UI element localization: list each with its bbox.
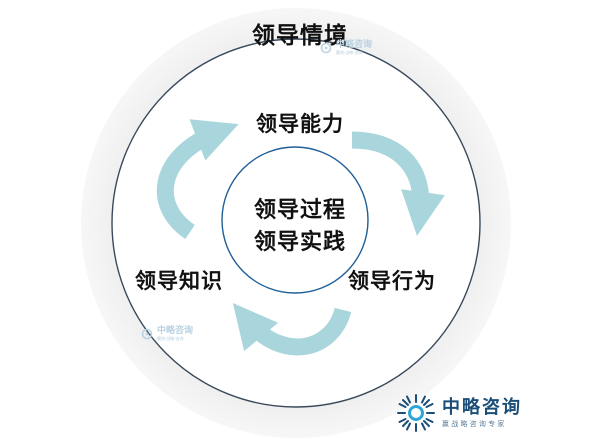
node-right-label: 领导行为 xyxy=(348,269,436,293)
node-left-label: 领导知识 xyxy=(135,269,223,293)
watermark-name: 中略咨询 xyxy=(336,40,373,50)
center-label: 领导过程 领导实践 xyxy=(220,195,380,259)
node-top-label: 领导能力 xyxy=(256,112,344,136)
watermark-name: 中略咨询 xyxy=(157,326,194,336)
center-circle xyxy=(221,146,369,294)
center-line-2: 领导实践 xyxy=(253,230,346,255)
watermark-tagline: 赢销·战略·咨询 xyxy=(157,336,184,341)
cycle-arrow-left-to-top xyxy=(156,119,239,240)
brand-logo-icon xyxy=(397,394,435,432)
brand-logo: 中略咨询 赢 战 略 咨 询 专 家 xyxy=(396,390,596,436)
cycle-arrow-right-to-left xyxy=(232,303,352,356)
watermark-top: 中略咨询 赢销·战略·咨询 xyxy=(320,40,372,55)
outer-title: 领导情境 xyxy=(252,23,348,49)
watermark-tagline: 赢销·战略·咨询 xyxy=(336,50,363,55)
cycle-arrow-top-to-right xyxy=(351,131,445,236)
watermark-logo-icon xyxy=(320,42,332,53)
watermark-bottom: 中略咨询 赢销·战略·咨询 xyxy=(141,326,193,341)
brand-tagline: 赢 战 略 咨 询 专 家 xyxy=(442,420,505,428)
watermark-logo-icon xyxy=(141,328,153,339)
brand-name: 中略咨询 xyxy=(442,397,522,418)
center-line-1: 领导过程 xyxy=(253,198,346,223)
